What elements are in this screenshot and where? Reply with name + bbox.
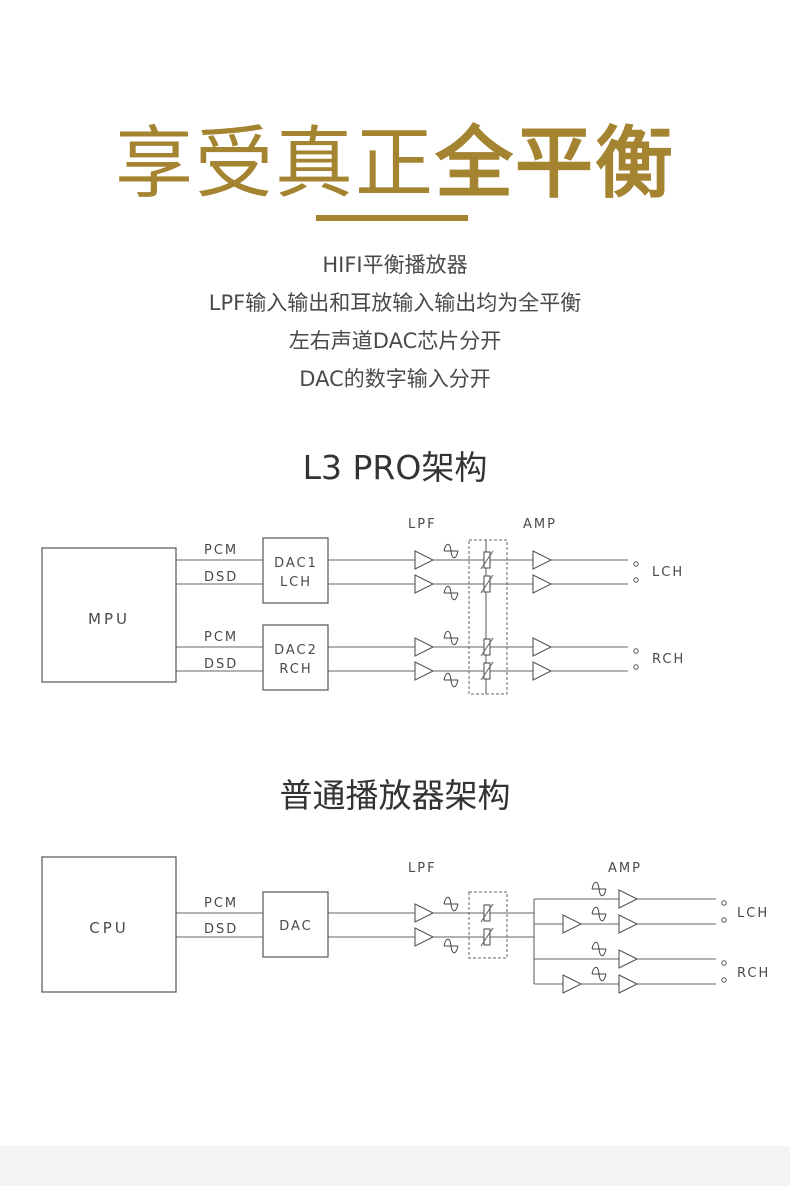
output-terminal: [633, 561, 639, 567]
pro-diagram-title: L3 PRO架构: [302, 448, 488, 487]
normal-diagram-title: 普通播放器架构: [279, 776, 511, 815]
pcm-label: PCM: [204, 543, 238, 558]
balance-module: [468, 539, 508, 695]
dac-block: [262, 891, 329, 958]
pcm-label: PCM: [204, 896, 238, 911]
variable-resistor-arrow: [480, 550, 494, 570]
amp-label: AMP: [523, 517, 557, 532]
amplifier-triangle: [414, 903, 435, 923]
dsd-label: DSD: [204, 922, 238, 937]
output-terminal: [721, 917, 727, 923]
rch-output-label: RCH: [652, 652, 685, 667]
lch-output-label: LCH: [652, 565, 684, 580]
mpu-block: [41, 547, 177, 683]
dac2-block: [262, 624, 329, 691]
output-terminal: [721, 900, 727, 906]
output-terminal: [633, 577, 639, 583]
pro-architecture-diagram: MPU DAC1 LCH DAC2 RCH PCM DSD PCM DSD LP…: [41, 517, 685, 695]
variable-resistor-arrow: [480, 661, 494, 681]
headline-part2: 全平衡: [435, 119, 676, 209]
output-terminal: [721, 960, 727, 966]
variable-resistor-arrow: [480, 927, 494, 947]
variable-resistor-arrow: [480, 903, 494, 923]
feature-item: HIFI平衡播放器: [322, 253, 468, 277]
dac2-label: DAC2: [274, 643, 318, 658]
dac1-label: DAC1: [274, 556, 318, 571]
pro-signal-lines: [176, 540, 628, 694]
amplifier-triangle: [414, 927, 435, 947]
amplifier-triangle: [618, 889, 639, 909]
normal-components: [414, 881, 727, 994]
rch-output-label: RCH: [737, 966, 770, 981]
headline-part1: 享受真正: [114, 119, 435, 209]
headline-underline: [316, 215, 468, 221]
dac2-channel-label: RCH: [279, 662, 312, 677]
headline: 享受真正全平衡: [0, 118, 790, 210]
normal-architecture-diagram: CPU DAC PCM DSD LPF AMP LCH RCH: [41, 856, 770, 994]
amp-label: AMP: [608, 861, 642, 876]
pro-components: [414, 543, 639, 688]
dsd-label: DSD: [204, 657, 238, 672]
dac-label: DAC: [279, 919, 313, 934]
dsd-label: DSD: [204, 570, 238, 585]
amplifier-triangle: [562, 914, 583, 934]
feature-list: HIFI平衡播放器 LPF输入输出和耳放输入输出均为全平衡 左右声道DAC芯片分…: [0, 246, 790, 398]
normal-signal-lines: [176, 898, 716, 985]
lch-output-label: LCH: [737, 906, 769, 921]
feature-item: DAC的数字输入分开: [299, 367, 491, 391]
variable-resistor-arrow: [480, 574, 494, 594]
dac1-block: [262, 537, 329, 604]
pcm-label: PCM: [204, 630, 238, 645]
amplifier-triangle: [414, 661, 435, 681]
lpf-label: LPF: [408, 861, 437, 876]
amplifier-triangle: [532, 550, 553, 570]
amplifier-triangle: [532, 637, 553, 657]
amplifier-triangle: [414, 550, 435, 570]
amplifier-triangle: [618, 949, 639, 969]
footer-strip: [0, 1146, 790, 1186]
lpf-label: LPF: [408, 517, 437, 532]
feature-item: 左右声道DAC芯片分开: [288, 329, 502, 353]
amplifier-triangle: [618, 914, 639, 934]
cpu-block: [41, 856, 177, 993]
amplifier-triangle: [618, 974, 639, 994]
mpu-label: MPU: [88, 610, 130, 628]
output-terminal: [633, 648, 639, 654]
amplifier-triangle: [532, 574, 553, 594]
amplifier-triangle: [414, 574, 435, 594]
amplifier-triangle: [414, 637, 435, 657]
balance-module: [468, 891, 508, 959]
amplifier-triangle: [562, 974, 583, 994]
output-terminal: [721, 977, 727, 983]
variable-resistor-arrow: [480, 637, 494, 657]
output-terminal: [633, 664, 639, 670]
dac1-channel-label: LCH: [280, 575, 312, 590]
feature-item: LPF输入输出和耳放输入输出均为全平衡: [208, 291, 582, 315]
amplifier-triangle: [532, 661, 553, 681]
cpu-label: CPU: [89, 919, 129, 937]
